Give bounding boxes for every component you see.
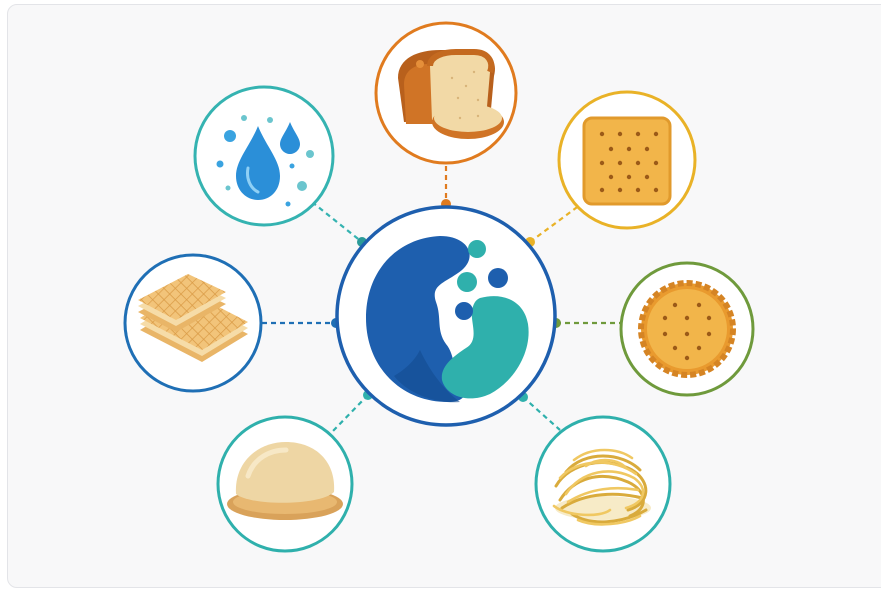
- wafer-icon: [138, 274, 248, 362]
- connector-square-cracker: [529, 201, 585, 243]
- dough-ball-icon: [227, 442, 343, 520]
- hub-icon: [366, 236, 529, 403]
- connector-dough: [331, 394, 369, 433]
- square-cracker-icon: [582, 116, 672, 206]
- noodles-icon: [552, 448, 651, 526]
- wafer-node: [123, 253, 263, 393]
- connectors: [262, 166, 622, 433]
- square-cracker-node: [557, 90, 697, 230]
- bread-loaf-icon: [398, 49, 504, 139]
- round-cracker-node: [619, 261, 755, 397]
- water-node: [193, 85, 335, 227]
- hub-node: [335, 205, 557, 427]
- connector-noodles: [522, 396, 561, 431]
- bread-node: [374, 21, 518, 165]
- water-drop-icon: [216, 115, 314, 207]
- round-cracker-icon: [638, 280, 736, 378]
- noodles-node: [534, 415, 672, 553]
- dough-node: [216, 415, 354, 553]
- connector-water: [311, 201, 363, 243]
